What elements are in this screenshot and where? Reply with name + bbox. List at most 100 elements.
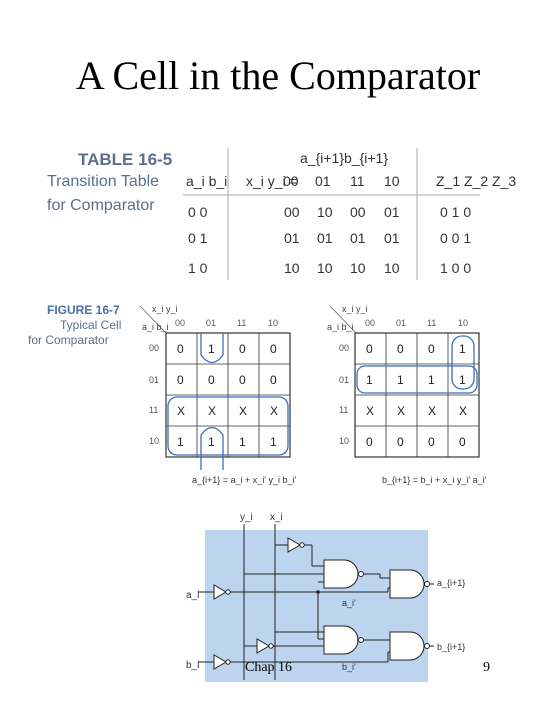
kmap-cell: 1	[459, 342, 466, 356]
slide-title: A Cell in the Comparator	[75, 53, 481, 98]
kmap-cell: 1	[208, 342, 215, 356]
kmap-col-header: 10	[268, 318, 278, 328]
nand-gate-icon	[389, 569, 425, 599]
kmap-row-header: 10	[149, 436, 159, 446]
kmap-row-header: 00	[339, 343, 349, 353]
kmap-col-header: 01	[396, 318, 406, 328]
table-caption-line2: for Comparator	[47, 197, 155, 214]
kmap-cell: X	[366, 404, 374, 418]
kmap-equation: a_{i+1} = a_i + x_i' y_i b_i'	[192, 475, 297, 485]
kmap-cell: 0	[208, 373, 215, 387]
table-cell-state: 1 0	[188, 260, 208, 276]
internal-a-label: a_i'	[342, 598, 356, 608]
table-cell-out: 1 0 0	[440, 260, 471, 276]
inverter-bubble-icon	[225, 659, 231, 665]
kmap-col-header: 11	[237, 318, 246, 328]
internal-b-label: b_i'	[342, 662, 356, 672]
table-header-top: a_{i+1}b_{i+1}	[300, 150, 388, 166]
kmap-cell: 1	[239, 435, 246, 449]
kmap-corner-line	[329, 305, 357, 334]
output-a-label: a_{i+1}	[437, 578, 465, 588]
kmap-group-loop	[167, 396, 289, 456]
kmap-cell: 0	[366, 342, 373, 356]
table-col-state: a_i b_i	[186, 173, 227, 189]
kmap-corner-top: x_i y_i	[342, 304, 368, 314]
kmap-cell: 1	[366, 373, 373, 387]
inverter-icon	[287, 537, 301, 553]
figure-caption-line1: Typical Cell	[60, 318, 122, 332]
kmap-col-header: 00	[175, 318, 185, 328]
nand-bubble-icon	[424, 643, 430, 649]
table-cell-next: 00	[350, 204, 366, 220]
input-x-label: x_i	[270, 512, 283, 523]
table-cell-out: 0 1 0	[440, 204, 471, 220]
table-cell-state: 0 1	[188, 230, 208, 246]
inverter-icon	[213, 584, 227, 600]
kmap-figure: x_i y_i a_i b_i 00 01 11 10 00 01 11 10 …	[139, 304, 487, 485]
nand-gate-icon	[389, 631, 425, 661]
kmap-corner-line	[139, 305, 167, 334]
kmap-cell: X	[459, 404, 467, 418]
input-y-label: y_i	[240, 512, 253, 523]
nand-bubble-icon	[358, 571, 364, 577]
table-cell-next: 10	[317, 260, 333, 276]
kmap-cell: 0	[177, 373, 184, 387]
kmap-corner-left: a_i b_i	[327, 322, 354, 332]
kmap-cell: 1	[397, 373, 404, 387]
table-cell-next: 10	[317, 204, 333, 220]
kmap-cell: 0	[177, 342, 184, 356]
kmap-cell: 0	[239, 373, 246, 387]
kmap-cell: 0	[366, 435, 373, 449]
inverter-bubble-icon	[299, 542, 305, 548]
inverter-bubble-icon	[225, 589, 231, 595]
kmap-cell: 0	[397, 342, 404, 356]
kmap-row-header: 01	[339, 375, 349, 385]
table-row: 0 0 00 10 00 01 0 1 0	[188, 204, 471, 220]
table-col-input-3: 10	[384, 173, 400, 189]
table-cell-state: 0 0	[188, 204, 208, 220]
inverter-icon	[256, 638, 270, 654]
table-col-input-0: 00	[283, 173, 299, 189]
table-cell-next: 01	[284, 230, 300, 246]
kmap-cell: X	[239, 404, 247, 418]
figure-number: FIGURE 16-7	[47, 303, 120, 317]
kmap-cell: X	[177, 404, 185, 418]
kmap-col-header: 11	[427, 318, 436, 328]
kmap-group-loop	[200, 426, 224, 457]
kmap-group-loop	[200, 333, 224, 364]
page-number: 9	[483, 660, 490, 675]
kmap-cell: X	[428, 404, 436, 418]
nand-gate-icon	[323, 559, 359, 589]
kmap-corner-top: x_i y_i	[152, 304, 178, 314]
table-row: 1 0 10 10 10 10 1 0 0	[188, 260, 471, 276]
table-cell-next: 10	[284, 260, 300, 276]
table-caption-line1: Transition Table	[47, 173, 160, 190]
kmap-cell: 0	[428, 435, 435, 449]
table-col-input-prefix: x_i y_i =	[246, 173, 298, 189]
input-b-label: b_i	[186, 660, 199, 671]
kmap-cell: 0	[428, 342, 435, 356]
kmap-corner-left: a_i b_i	[142, 322, 169, 332]
kmap-equation: b_{i+1} = b_i + x_i y_i' a_i'	[382, 475, 487, 485]
kmap-cell: 0	[397, 435, 404, 449]
kmap-row-header: 01	[149, 375, 159, 385]
kmap-cell: 0	[459, 435, 466, 449]
table-cell-next: 01	[384, 230, 400, 246]
kmap-cell: 1	[208, 435, 215, 449]
kmap-cell: 1	[270, 435, 277, 449]
wire-junction	[316, 590, 320, 594]
table-cell-next: 10	[384, 260, 400, 276]
table-cell-next: 01	[317, 230, 333, 246]
table-col-input-1: 01	[315, 173, 331, 189]
input-a-label: a_i	[186, 590, 199, 601]
inverter-bubble-icon	[268, 643, 274, 649]
kmap-row-header: 11	[149, 405, 158, 415]
table-col-output: Z_1 Z_2 Z_3	[436, 173, 516, 189]
kmap-cell: 1	[459, 373, 466, 387]
table-cell-out: 0 0 1	[440, 230, 471, 246]
inverter-icon	[213, 654, 227, 670]
kmap-cell: X	[270, 404, 278, 418]
table-cell-next: 01	[350, 230, 366, 246]
kmap-row-header: 00	[149, 343, 159, 353]
